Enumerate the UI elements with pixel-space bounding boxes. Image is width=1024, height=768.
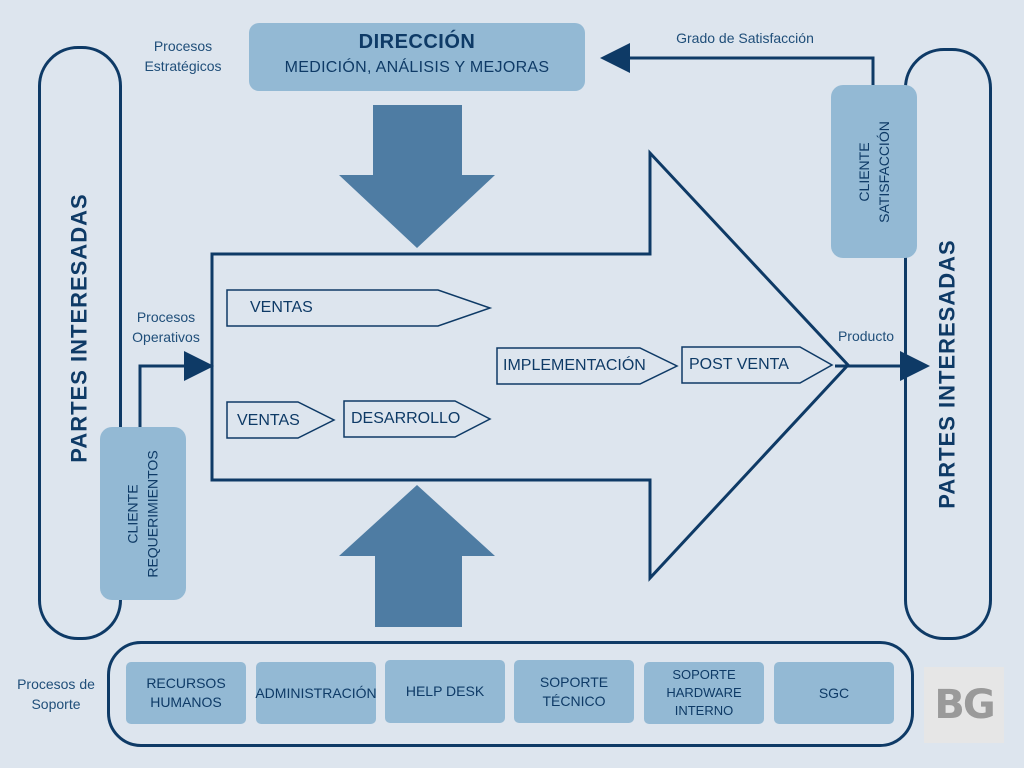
strategic-down-arrow bbox=[339, 105, 495, 248]
label-grado-satisfaccion: Grado de Satisfacción bbox=[676, 30, 814, 46]
chevron-ventas-bottom bbox=[226, 401, 336, 439]
satisfaction-feedback-arrow bbox=[600, 43, 875, 86]
direccion-subtitle: MEDICIÓN, ANÁLISIS Y MEJORAS bbox=[284, 59, 550, 76]
ventas-bottom-label: VENTAS bbox=[237, 412, 300, 429]
cliente-requerimientos-box: CLIENTE REQUERIMIENTOS bbox=[100, 427, 186, 600]
chevron-implementacion bbox=[496, 347, 679, 385]
ventas-top-label: VENTAS bbox=[250, 299, 313, 316]
chevron-ventas-top bbox=[226, 289, 493, 327]
cliente-satisfaccion-line1: CLIENTE bbox=[856, 141, 872, 202]
support-up-arrow bbox=[339, 485, 495, 627]
support-help-desk: HELP DESK bbox=[385, 660, 505, 723]
partes-interesadas-right: PARTES INTERESADAS bbox=[904, 48, 992, 640]
cliente-satisfaccion-box: CLIENTE SATISFACCIÓN bbox=[831, 85, 917, 258]
support-processes-container bbox=[107, 641, 914, 747]
label-producto: Producto bbox=[837, 328, 895, 344]
support-sgc: SGC bbox=[774, 662, 894, 724]
cliente-satisfaccion-line2: SATISFACCIÓN bbox=[876, 120, 892, 223]
bg-logo: BG bbox=[924, 667, 1004, 743]
cliente-requerimientos-line2: REQUERIMIENTOS bbox=[145, 449, 161, 578]
partes-interesadas-left: PARTES INTERESADAS bbox=[38, 46, 122, 640]
partes-interesadas-left-label: PARTES INTERESADAS bbox=[67, 193, 92, 463]
direccion-title: DIRECCIÓN bbox=[358, 31, 476, 53]
desarrollo-label: DESARROLLO bbox=[351, 410, 461, 427]
chevron-desarrollo bbox=[343, 400, 492, 438]
cliente-requerimientos-line1: CLIENTE bbox=[125, 483, 141, 544]
implementacion-label: IMPLEMENTACIÓN bbox=[503, 357, 646, 374]
chevron-post-venta bbox=[681, 346, 834, 384]
direccion-box: DIRECCIÓN MEDICIÓN, ANÁLISIS Y MEJORAS bbox=[249, 23, 585, 91]
support-administracion: ADMINISTRACIÓN bbox=[255, 662, 377, 724]
requirements-input-arrow bbox=[138, 351, 214, 430]
post-venta-label: POST VENTA bbox=[689, 356, 789, 373]
partes-interesadas-right-label: PARTES INTERESADAS bbox=[935, 239, 960, 509]
label-procesos-operativos: Procesos Operativos bbox=[132, 309, 200, 345]
label-procesos-estrategicos: Procesos Estratégicos bbox=[144, 38, 222, 74]
label-procesos-soporte: Procesos de Soporte bbox=[17, 676, 95, 712]
